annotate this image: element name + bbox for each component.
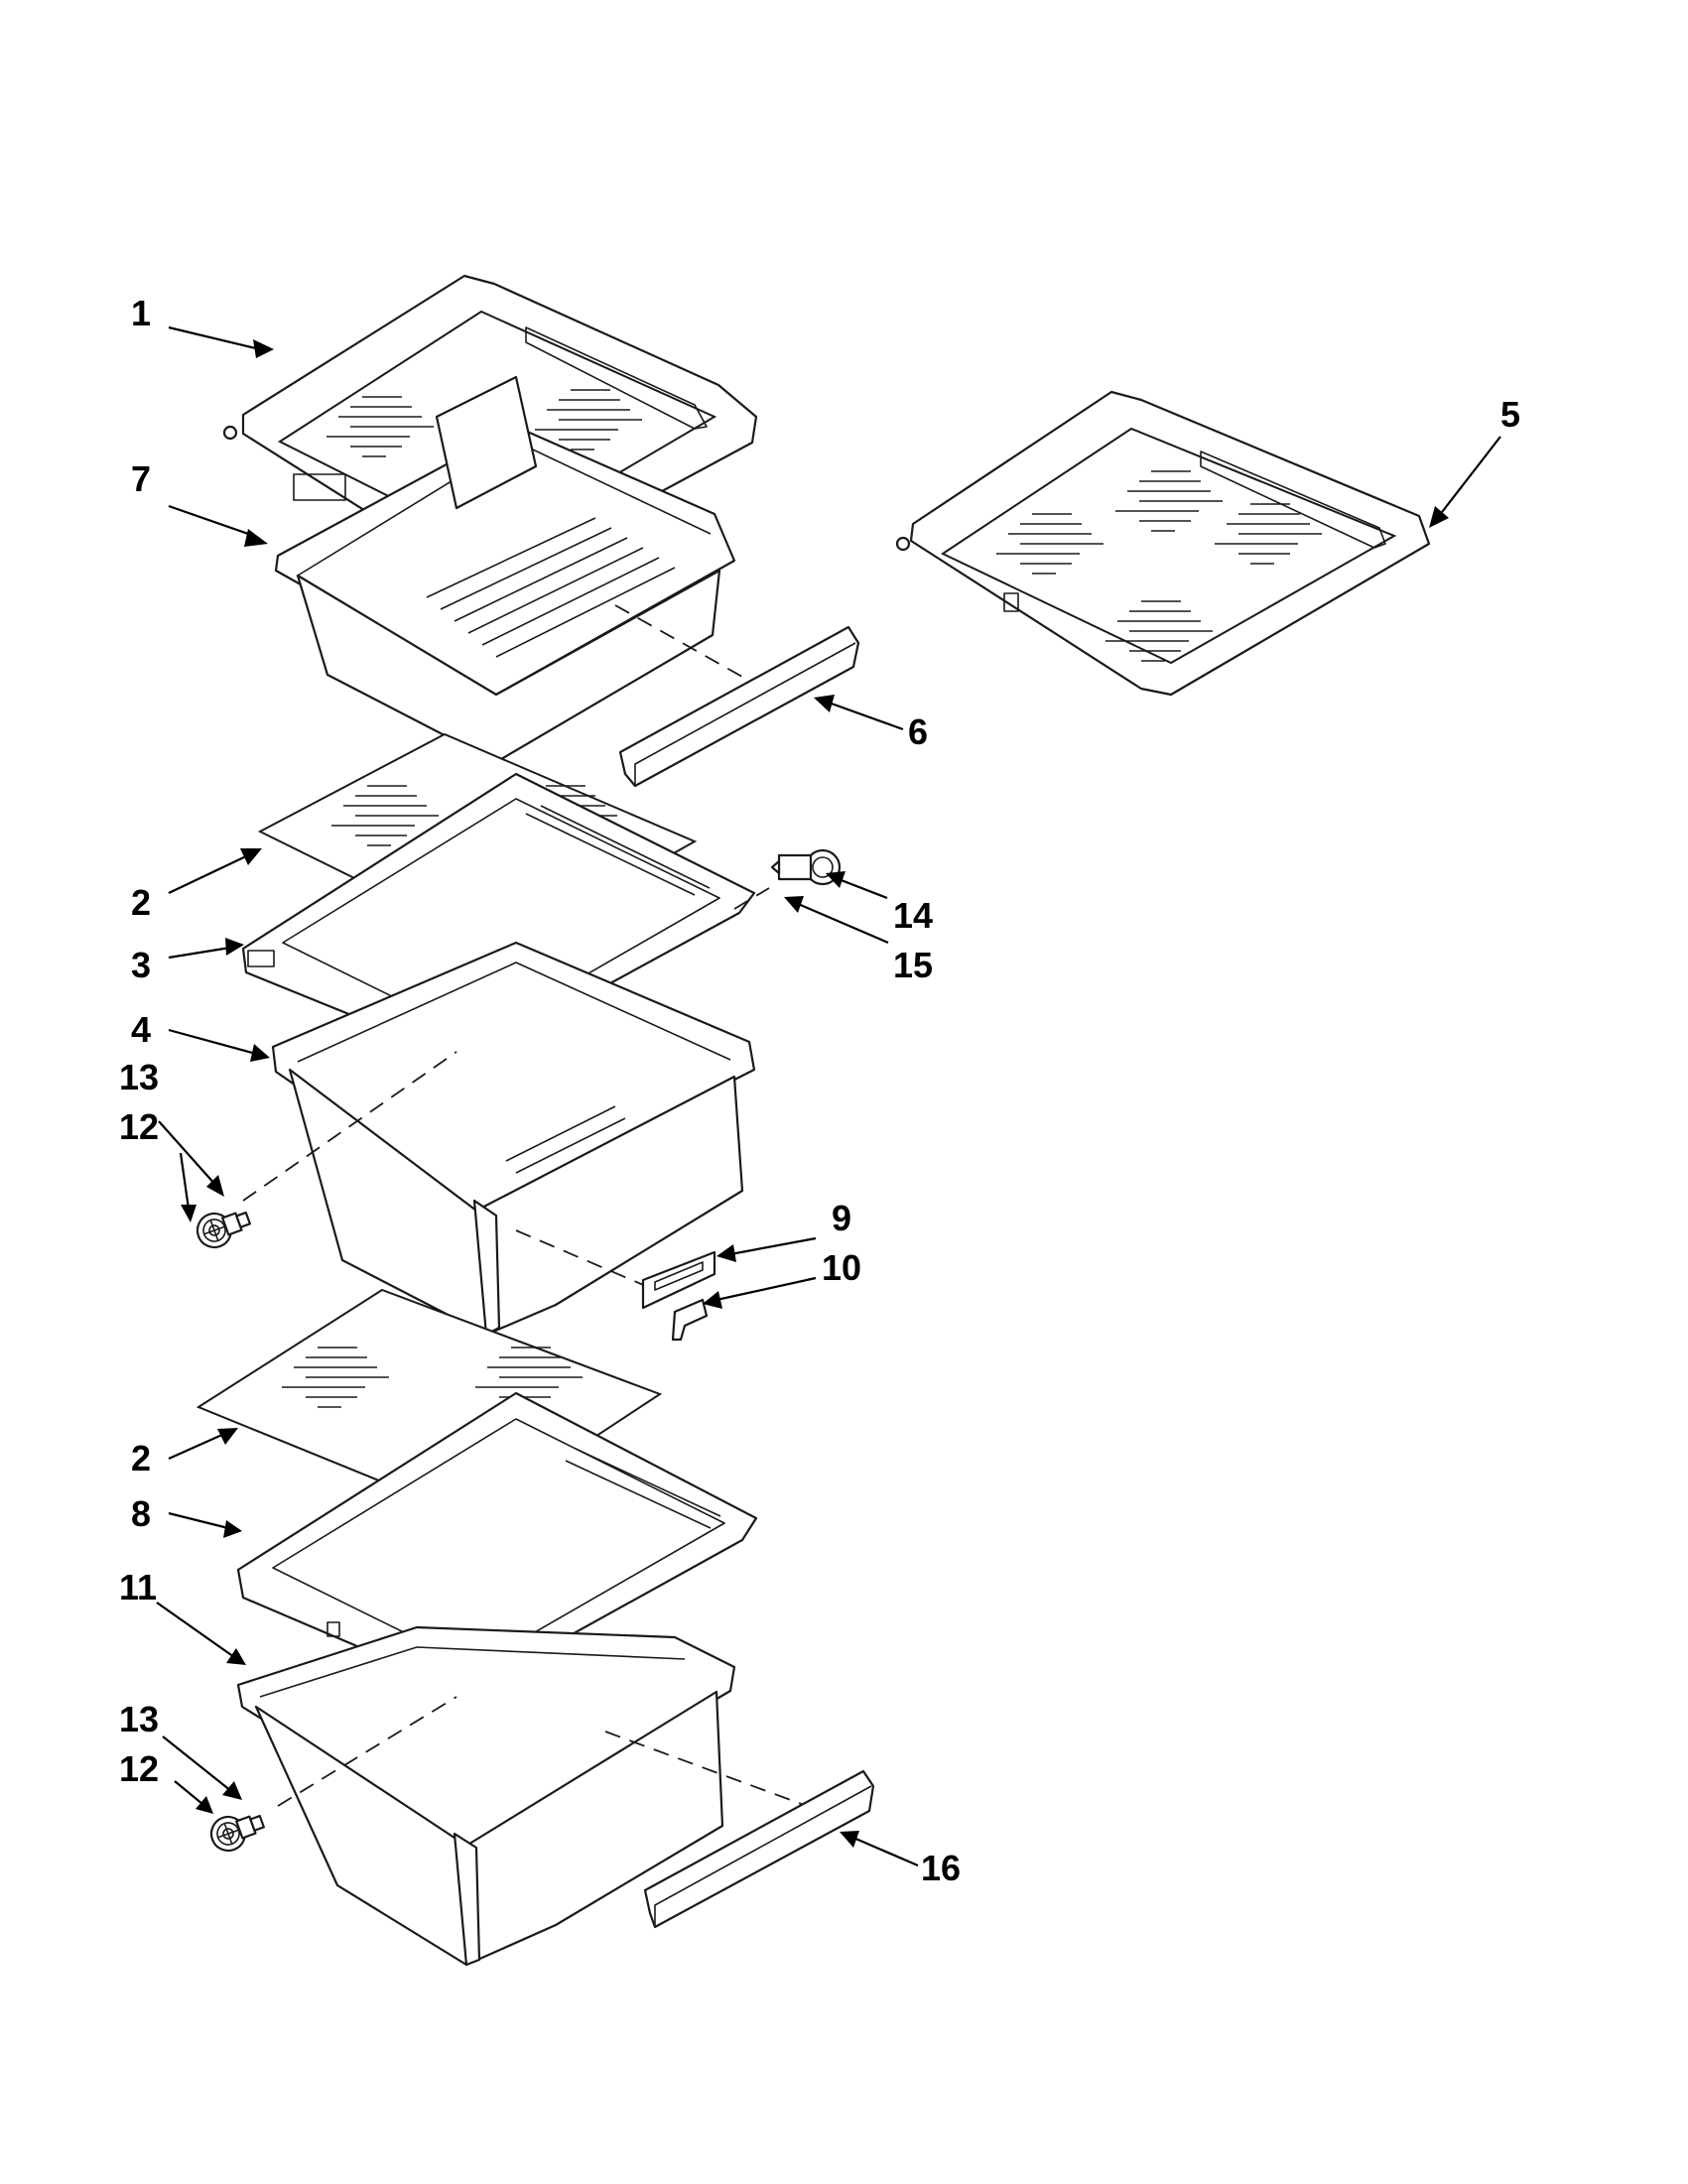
- callout-1: 1: [131, 293, 151, 333]
- callout-8: 8: [131, 1493, 151, 1534]
- part-6-trim-strip: [618, 625, 860, 788]
- part-9-10-clips: [641, 1250, 716, 1342]
- callout-7: 7: [131, 458, 151, 499]
- leader-lines: [156, 325, 1501, 1867]
- callout-labels: 1 7 5 6 2 3 4 13 12 14 15 9 10 2 8 11 13…: [119, 293, 1520, 1888]
- callout-12-upper: 12: [119, 1106, 159, 1147]
- part-7-crisper-pan: [274, 375, 775, 764]
- callout-10: 10: [822, 1247, 861, 1288]
- callout-13-upper: 13: [119, 1057, 159, 1097]
- callout-6: 6: [908, 711, 928, 752]
- callout-11: 11: [119, 1567, 157, 1607]
- part-5-shelf: [895, 390, 1431, 697]
- callout-15: 15: [893, 945, 933, 985]
- callout-2-upper: 2: [131, 882, 151, 923]
- callout-13-lower: 13: [119, 1699, 159, 1739]
- callout-12-lower: 12: [119, 1748, 159, 1789]
- part-11-crisper-drawer-lower: [236, 1625, 835, 1967]
- part-16-trim-strip: [643, 1769, 875, 1929]
- callout-3: 3: [131, 945, 151, 985]
- callout-16: 16: [921, 1848, 961, 1888]
- callout-5: 5: [1500, 394, 1520, 435]
- part-4-crisper-drawer: [242, 941, 756, 1337]
- part-12-13-drawer-knob-lower: [205, 1804, 269, 1857]
- callout-9: 9: [832, 1198, 851, 1238]
- callout-2-lower: 2: [131, 1438, 151, 1478]
- part-12-13-drawer-knob-upper: [192, 1201, 255, 1253]
- callout-14: 14: [893, 895, 933, 936]
- callout-4: 4: [131, 1009, 151, 1050]
